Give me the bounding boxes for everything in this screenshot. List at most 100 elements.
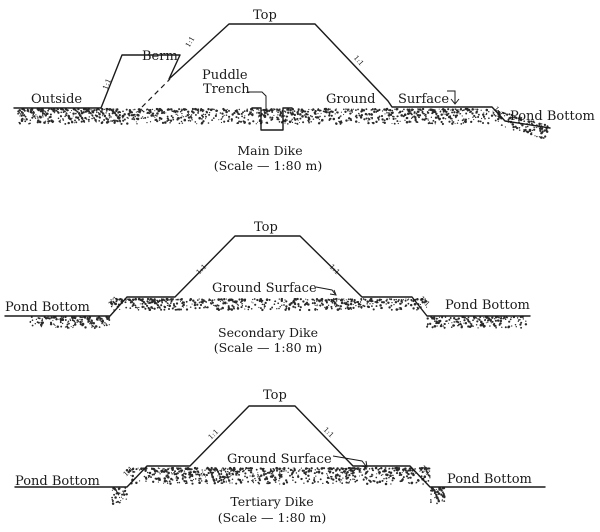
soil-speck [191, 107, 194, 111]
soil-speck [267, 480, 269, 483]
soil-speck [144, 302, 147, 306]
soil-speck [396, 120, 399, 123]
soil-speck [424, 298, 426, 300]
soil-speck [78, 118, 80, 121]
soil-speck [328, 119, 331, 121]
soil-speck [491, 316, 494, 319]
soil-speck [409, 476, 412, 479]
soil-speck [176, 298, 178, 300]
soil-speck [455, 320, 458, 323]
soil-speck [406, 121, 409, 124]
soil-speck [148, 475, 151, 478]
soil-speck [73, 323, 77, 326]
soil-speck [117, 117, 120, 120]
soil-speck [477, 120, 480, 123]
soil-speck [394, 300, 398, 304]
soil-speck [382, 121, 384, 124]
soil-speck [220, 469, 223, 472]
soil-speck [391, 479, 394, 482]
soil-speck [393, 122, 396, 125]
soil-speck [166, 474, 169, 477]
soil-speck [330, 307, 333, 310]
soil-speck [460, 326, 463, 329]
soil-speck [183, 118, 187, 122]
soil-speck [88, 112, 91, 114]
soil-speck [489, 325, 491, 327]
soil-speck [177, 117, 180, 120]
soil-speck [495, 326, 497, 329]
soil-speck [23, 118, 25, 120]
soil-speck [468, 118, 470, 120]
soil-speck [380, 298, 383, 301]
soil-speck [130, 299, 132, 302]
soil-speck [500, 124, 503, 127]
soil-speck [220, 480, 223, 482]
soil-speck [306, 299, 308, 301]
soil-speck [403, 108, 405, 111]
soil-speck [228, 109, 230, 112]
soil-speck [204, 300, 206, 303]
soil-speck [225, 471, 227, 473]
soil-speck [314, 110, 317, 112]
soil-speck [177, 114, 179, 116]
soil-speck [365, 482, 369, 486]
soil-speck [133, 303, 135, 305]
soil-speck [102, 112, 105, 115]
soil-speck [196, 123, 198, 125]
soil-speck [349, 110, 351, 112]
soil-speck [398, 472, 400, 474]
soil-speck [154, 118, 157, 122]
soil-speck [413, 302, 417, 306]
soil-speck [273, 479, 275, 481]
soil-speck [384, 467, 387, 469]
soil-speck [445, 111, 448, 113]
soil-speck [322, 110, 325, 113]
soil-speck [241, 305, 244, 307]
soil-speck [40, 325, 43, 328]
soil-speck [543, 129, 546, 132]
soil-speck [388, 298, 391, 300]
soil-speck [377, 302, 379, 304]
soil-speck [221, 306, 224, 310]
soil-speck [199, 304, 201, 306]
soil-speck [55, 109, 58, 112]
soil-speck [442, 325, 444, 327]
soil-speck [294, 481, 297, 484]
soil-speck [343, 114, 345, 116]
soil-speck [230, 298, 233, 301]
soil-speck [485, 108, 489, 112]
soil-speck [344, 307, 347, 310]
soil-speck [213, 482, 216, 485]
soil-speck [368, 468, 371, 470]
soil-speck [451, 120, 453, 122]
soil-speck [227, 468, 229, 470]
soil-speck [27, 111, 30, 113]
soil-speck [426, 467, 430, 470]
main-dike-berm-core-line [141, 78, 171, 108]
soil-speck [477, 318, 479, 320]
soil-speck [345, 119, 348, 122]
soil-speck [122, 492, 125, 494]
soil-speck [271, 306, 274, 309]
soil-speck [131, 114, 135, 117]
soil-speck [285, 300, 288, 303]
soil-speck [197, 111, 200, 114]
soil-speck [303, 482, 305, 484]
soil-speck [158, 299, 161, 302]
soil-speck [306, 113, 309, 116]
soil-speck [377, 468, 380, 471]
soil-speck [176, 110, 179, 113]
soil-speck [354, 480, 357, 483]
soil-speck [541, 131, 544, 134]
tertiary-dike-left-slope-ratio: 1:1 [207, 428, 221, 442]
soil-speck [444, 118, 447, 120]
soil-speck [266, 113, 269, 116]
soil-speck [327, 108, 330, 111]
soil-speck [135, 481, 138, 485]
soil-speck [418, 114, 422, 117]
soil-speck [218, 298, 221, 301]
soil-speck [469, 110, 472, 113]
soil-speck [424, 113, 427, 116]
soil-speck [169, 121, 171, 124]
soil-speck [278, 477, 281, 480]
